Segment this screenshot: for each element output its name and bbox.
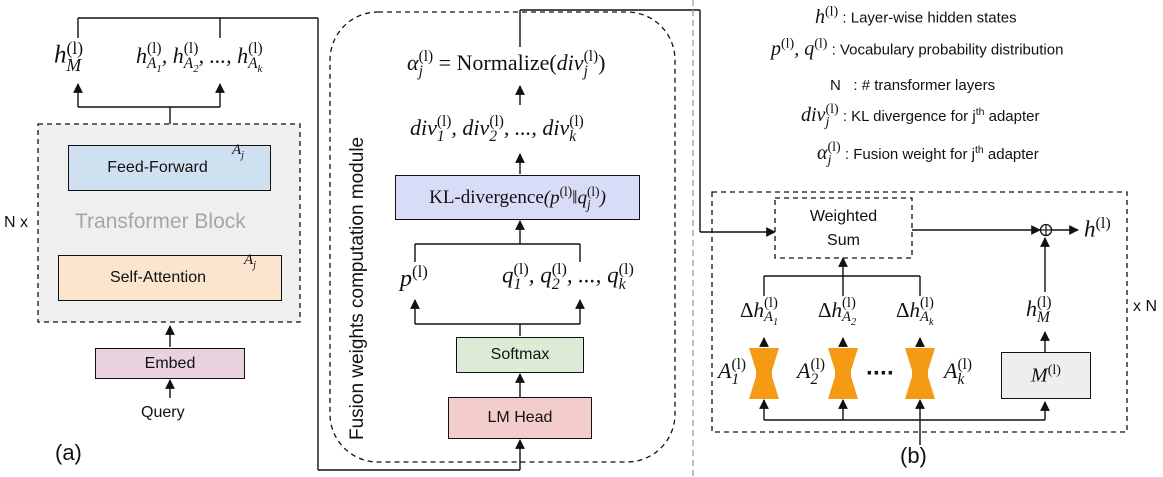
p-label: p(l) [400, 262, 428, 292]
adapter-label-2: A(l)2 [797, 356, 825, 388]
attn-adapter-tag: Aj [244, 252, 257, 271]
feed-forward-box: Feed-Forward [68, 145, 271, 191]
q-list: q(l)1, q(l)2, ..., q(l)k [502, 261, 634, 294]
normalize-formula: α(l)j = Normalize(div(l)j) [407, 48, 606, 80]
lm-head-box: LM Head [448, 397, 592, 439]
legend-item: α(l)j : Fusion weight for jth adapter [817, 140, 1039, 169]
adapter-bowtie-icon-1 [749, 348, 779, 399]
fusion-module-title: Fusion weights computation module [347, 136, 368, 440]
softmax-box: Softmax [456, 337, 584, 373]
delta-label-1: Δh(l)A1 [740, 295, 779, 328]
model-hidden-label: h(l)M [1026, 294, 1052, 326]
delta-label-k: Δh(l)Ak [896, 295, 934, 328]
legend-item: h(l) : Layer-wise hidden states [815, 4, 1017, 28]
repeat-n-label-b: x N [1133, 298, 1157, 315]
delta-label-2: Δh(l)A2 [818, 295, 857, 328]
transformer-block-title: Transformer Block [75, 210, 246, 233]
kl-divergence-box: KL-divergence(p(l)‖q(l)j) [395, 175, 640, 220]
output-main-label: h(l)M [54, 38, 84, 75]
weighted-sum-frame [774, 197, 913, 259]
legend-item: div(l)j : KL divergence for jth adapter [801, 102, 1040, 131]
legend-item: p(l), q(l) : Vocabulary probability dist… [771, 36, 1064, 60]
adapter-label-1: A(l)1 [718, 356, 746, 388]
output-h-label: h(l) [1084, 215, 1111, 242]
adapter-bowtie-icon-2 [828, 348, 858, 399]
self-attention-box: Self-Attention [58, 255, 282, 301]
repeat-n-label-a: N x [4, 214, 28, 231]
query-label: Query [141, 404, 185, 421]
fusion-module-frame [329, 11, 676, 463]
div-list: div(l)1, div(l)2, ..., div(l)k [410, 113, 584, 145]
base-model-box: M(l) [1001, 352, 1091, 399]
panel-b-frame [711, 191, 1128, 433]
output-adapters-label: h(l)A1, h(l)A2, ..., h(l)Ak [136, 40, 263, 75]
legend-item: N : # transformer layers [830, 77, 996, 94]
adapter-bowtie-icon-3 [905, 348, 935, 399]
ffn-adapter-tag: Aj [232, 142, 245, 161]
embed-box: Embed [95, 348, 245, 379]
panel-a-label: (a) [55, 440, 82, 465]
adapter-label-k: A(l)k [944, 356, 972, 388]
adapters-ellipsis: ···· [866, 360, 895, 387]
panel-b-label: (b) [900, 443, 927, 468]
